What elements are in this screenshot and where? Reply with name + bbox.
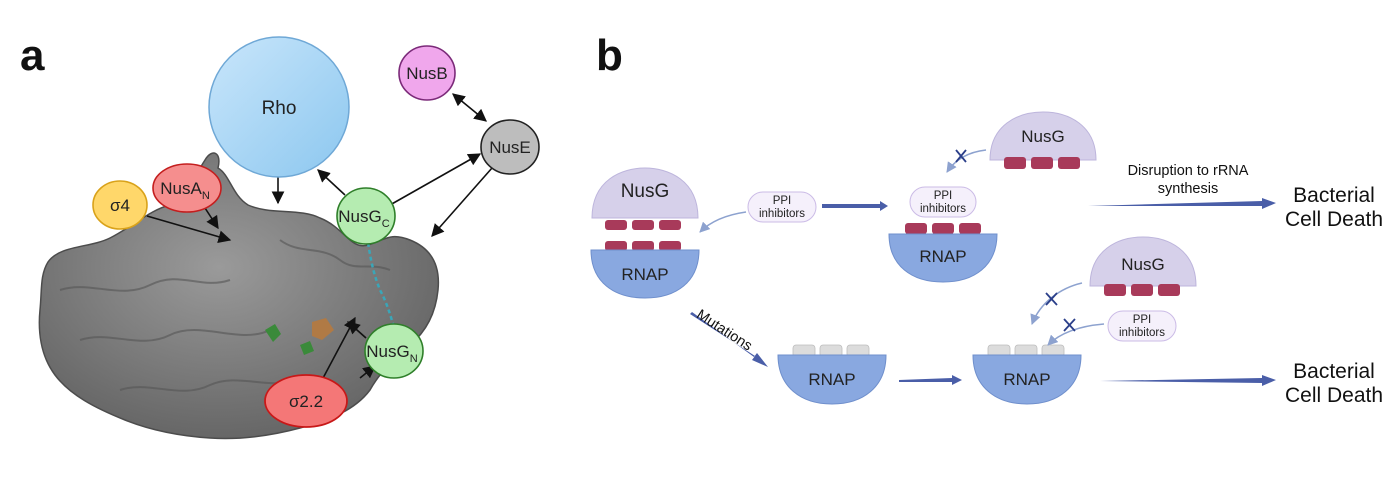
arrow-nusgc-to-rho — [317, 169, 346, 196]
ppi3-line2: inhibitors — [1119, 327, 1165, 339]
node-nusb: NusB — [398, 45, 456, 101]
arrow-nusgc-to-nuse — [389, 153, 482, 206]
mutated-rnap-2: RNAP — [972, 344, 1082, 405]
complex1-nusg-label: NusG — [621, 181, 670, 202]
mutated-rnap-2-label: RNAP — [1003, 370, 1050, 389]
mutated-rnap-1: RNAP — [777, 344, 887, 405]
block-cross-2 — [1045, 292, 1058, 306]
sigma22-label: σ2.2 — [289, 392, 323, 411]
node-nusgc: NusGC — [336, 187, 396, 245]
arrow-to-cell-death-2 — [1100, 375, 1276, 386]
rnap-protein-surface — [38, 152, 440, 440]
inhibited-complex: PPI inhibitors RNAP — [888, 186, 998, 283]
ppi3-line1: PPI — [1133, 314, 1152, 326]
outcome-2-line1: Bacterial — [1293, 360, 1375, 383]
ppi1-line2: inhibitors — [759, 208, 805, 220]
mutations-label: Mutations — [693, 307, 754, 355]
ppi-inhibitors-bubble-1: PPI inhibitors — [747, 191, 817, 223]
panel-b-label: b — [596, 31, 623, 80]
displaced-nusg-1-label: NusG — [1021, 127, 1064, 146]
arrow-mutations — [690, 312, 768, 367]
block-cross-1 — [955, 149, 967, 163]
outcome-1-line1: Bacterial — [1293, 184, 1375, 207]
arrow-to-cell-death-1 — [1088, 198, 1276, 209]
displaced-nusg-2: NusG — [1089, 236, 1197, 296]
nusan-label: NusAN — [160, 179, 210, 202]
arrow-ppi-to-complex — [699, 211, 747, 233]
node-sigma22: σ2.2 — [264, 374, 348, 428]
arrow-sigma4-to-rnap — [146, 215, 232, 243]
nusg-linker — [365, 235, 397, 331]
displaced-nusg-2-label: NusG — [1121, 255, 1164, 274]
sigma4-label: σ4 — [110, 196, 130, 215]
ppi-inhibitors-bubble-3: PPI inhibitors — [1107, 310, 1177, 342]
node-nusgn: NusGN — [364, 323, 424, 379]
outcome-1-line2: Cell Death — [1285, 208, 1383, 231]
blocked-arrow-3 — [1047, 323, 1105, 346]
arrow-nusan-to-rnap — [204, 207, 219, 230]
arrow-to-inhibited-complex — [822, 201, 888, 211]
arrow-nusb-nuse — [452, 93, 487, 122]
ppi2-line2: inhibitors — [920, 203, 966, 215]
blocked-arrow-2 — [1030, 282, 1083, 325]
nusg-rnap-complex: NusG RNAP — [590, 167, 700, 299]
mutated-rnap-1-label: RNAP — [808, 370, 855, 389]
complex1-rnap-label: RNAP — [621, 265, 668, 284]
arrow-nuse-to-rnap — [431, 167, 493, 237]
blocked-arrow-1 — [946, 149, 987, 173]
node-sigma4: σ4 — [92, 180, 148, 230]
disruption-line2: synthesis — [1158, 181, 1218, 197]
disruption-line1: Disruption to rRNA — [1128, 163, 1249, 179]
outcome-2-line2: Cell Death — [1285, 384, 1383, 407]
nusgc-label: NusGC — [338, 207, 389, 230]
nusb-label: NusB — [406, 64, 448, 83]
ppi2-line1: PPI — [934, 190, 953, 202]
displaced-nusg-1: NusG — [989, 111, 1097, 169]
nuse-label: NusE — [489, 138, 531, 157]
arrow-nusgn-to-rnap — [347, 321, 367, 339]
node-rho: Rho — [208, 36, 350, 178]
rho-label: Rho — [262, 98, 297, 119]
ppi1-line1: PPI — [773, 195, 792, 207]
nusgn-label: NusGN — [366, 342, 417, 365]
inhibited-rnap-label: RNAP — [919, 247, 966, 266]
node-nusan: NusAN — [152, 163, 222, 213]
block-cross-3 — [1063, 318, 1076, 332]
node-nuse: NusE — [480, 119, 540, 175]
arrow-to-mutated-rnap-2 — [899, 375, 962, 385]
panel-a-label: a — [20, 31, 45, 80]
